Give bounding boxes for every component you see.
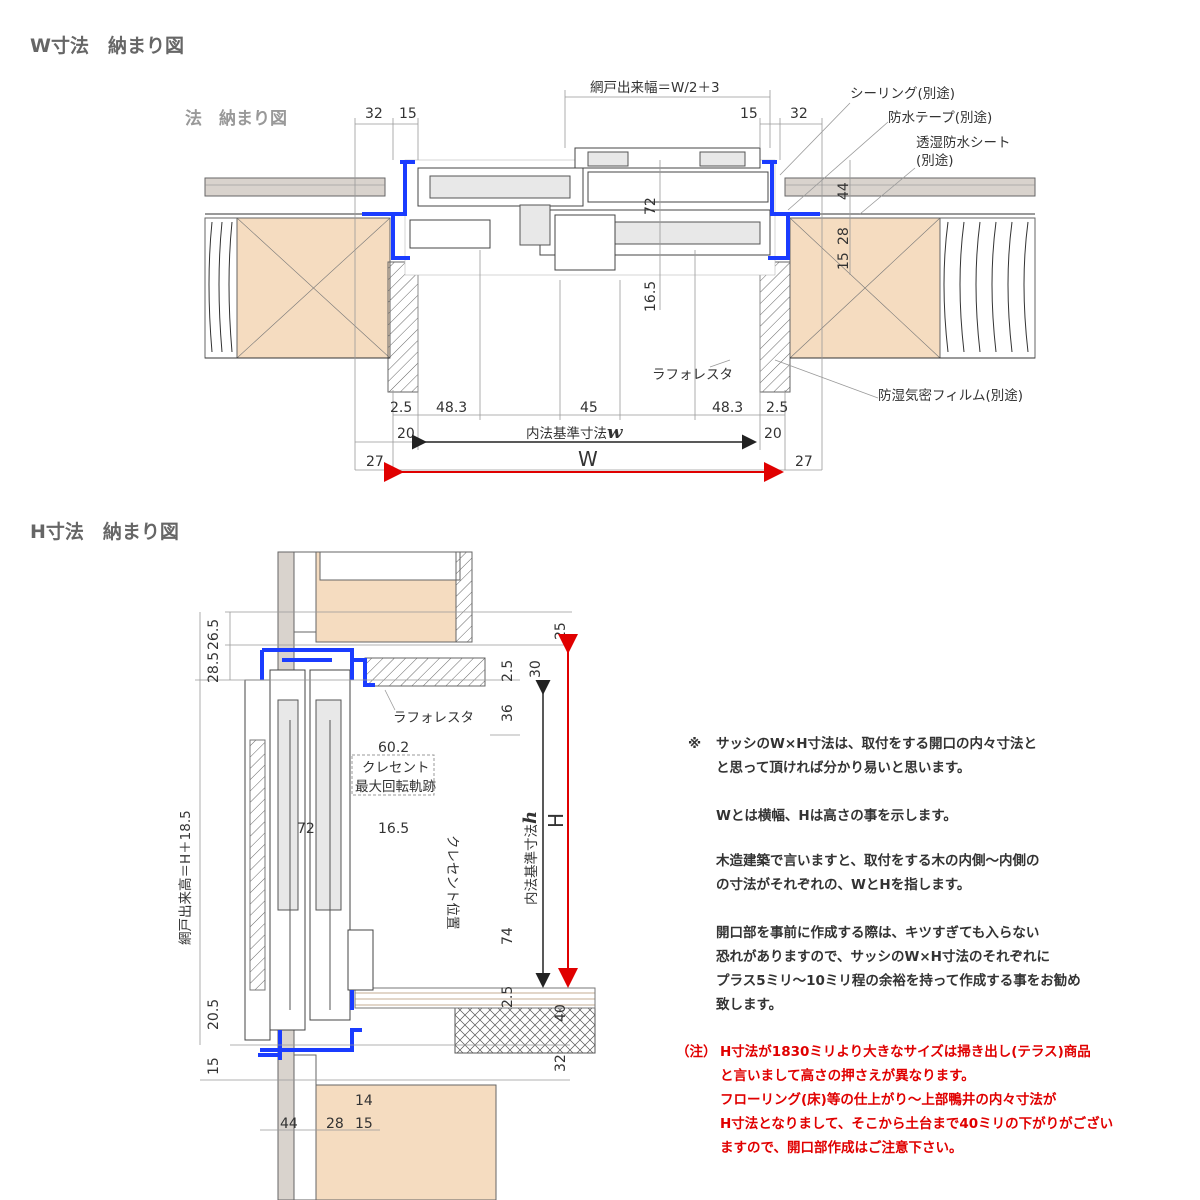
dim-top-right-32: 32 [790,106,808,122]
h-sash-frame [244,669,374,1041]
dim-h-36: 36 [500,704,516,722]
notes-block: ※ サッシのW×H寸法は、取付をする開口の内々寸法と と思って頂ければ分かり易い… [676,735,1113,1156]
dim-h-30: 30 [528,660,544,678]
dim-h-26-5: 26.5 [206,619,222,650]
caution-line-5: ますので、開口部作成はご注意下さい。 [720,1139,962,1156]
net-width-label: 網戸出来幅＝W/2＋3 [590,80,720,96]
dim-44: 44 [836,182,852,200]
dim-b-27-right: 27 [795,454,813,470]
w-top-dimensions: 網戸出来幅＝W/2＋3 32 15 15 32 [354,80,823,220]
w-insulation-left [204,217,238,359]
h-laforesta-label: ラフォレスタ [393,710,474,726]
dim-h-15-b: 15 [355,1116,373,1132]
note-line-1: サッシのW×H寸法は、取付をする開口の内々寸法と [716,735,1037,752]
caution-mark: （注） [676,1043,717,1060]
inner-std-h-label: 内法基準寸法h [520,811,541,905]
h-labels: ラフォレスタ クレセント 最大回転軌跡 クレセント位置 網戸出来高＝H＋18.5 [177,689,474,945]
w-leader-labels: シーリング(別途) 防水テープ(別途) 透湿防水シート (別途) 防湿気密フィル… [652,85,1023,404]
dim-15: 15 [836,252,852,270]
dim-b-45: 45 [580,400,598,416]
crescent-label-2: 最大回転軌跡 [355,779,436,795]
dim-h-25: 25 [553,622,569,640]
w-insulation-right [939,217,1036,359]
h-section-title: H寸法 納まり図 [30,520,179,543]
dim-h-40: 40 [553,1004,569,1022]
dim-h-28: 28 [326,1116,344,1132]
w-blue-frame-right [762,160,820,260]
note-line-4: Wとは横幅、Hは高さの事を示します。 [716,807,957,824]
dim-h-28-5: 28.5 [206,652,222,683]
note-mark: ※ [688,736,701,752]
w-section-ghost-title: 法 納まり図 [185,108,287,129]
dim-28: 28 [836,227,852,245]
w-vertical-dimensions: 72 16.5 44 28 15 [643,160,852,312]
note-line-6: 木造建築で言いますと、取付をする木の内側～内側の [715,852,1039,869]
h-dimensions: 26.5 28.5 25 2.5 30 36 60.2 72 16.5 74 2… [195,611,578,1132]
dim-h-60-2: 60.2 [378,740,409,756]
breathable-sheet-label-1: 透湿防水シート [916,135,1011,151]
crescent-label-1: クレセント [362,760,430,776]
caution-line-1: H寸法が1830ミリより大きなサイズは掃き出し(テラス)商品 [720,1043,1091,1060]
waterproof-tape-label: 防水テープ(別途) [888,109,992,126]
vapor-film-label: 防湿気密フィルム(別途) [878,387,1023,404]
note-line-11: プラス5ミリ～10ミリ程の余裕を持って作成する事をお勧め [716,972,1081,989]
w-right-post [759,217,941,393]
note-line-2: と思って頂ければ分かり易いと思います。 [716,760,970,776]
dim-h-20-5: 20.5 [206,999,222,1030]
w-left-post [236,217,419,393]
dim-h-74: 74 [500,927,516,945]
dim-h-72: 72 [297,821,315,837]
note-line-12: 致します。 [716,996,782,1013]
caution-line-2: と言いまして高さの押さえが異なります。 [720,1067,975,1084]
dim-b-2-5-right: 2.5 [766,400,788,416]
w-bottom-dimensions: 2.5 48.3 45 48.3 2.5 20 20 内法基準寸法w 27 27… [354,220,823,482]
w-sash-frame [404,147,776,276]
w-laforesta-label: ラフォレスタ [652,367,733,383]
w-section-title: W寸法 納まり図 [30,34,184,57]
w-exterior-siding [204,177,1036,197]
caution-line-3: フローリング(床)等の仕上がり～上部鴨井の内々寸法が [720,1091,1057,1108]
dim-top-left-32: 32 [365,106,383,122]
sealing-label: シーリング(別途) [850,85,955,102]
dim-h-32: 32 [553,1054,569,1072]
dim-top-right-15: 15 [740,106,758,122]
w-blue-frame-left [362,160,415,260]
note-line-7: の寸法がそれぞれの、WとHを指します。 [716,876,970,893]
crescent-position-label: クレセント位置 [444,835,460,930]
note-line-9: 開口部を事前に作成する際は、キツすぎても入らない [716,924,1039,941]
dim-h-16-5: 16.5 [378,821,409,837]
dim-h-44: 44 [280,1116,298,1132]
dim-b-20-left: 20 [397,426,415,442]
caution-line-4: H寸法となりまして、そこから土台まで40ミリの下がりがござい [720,1115,1113,1132]
breathable-sheet-label-2: (別途) [916,152,954,169]
H-symbol: H [544,813,568,828]
dim-h-14: 14 [355,1093,373,1109]
W-symbol: W [578,447,598,471]
note-line-10: 恐れがありますので、サッシのW×H寸法のそれぞれに [716,948,1050,965]
dim-b-2-5-left: 2.5 [390,400,412,416]
dim-b-20-right: 20 [764,426,782,442]
h-blue-frame-top [260,648,375,687]
dim-b-27-left: 27 [366,454,384,470]
dim-h-2-5-top: 2.5 [500,660,516,682]
dim-b-48-3-right: 48.3 [712,400,743,416]
dim-72: 72 [643,197,659,215]
inner-std-w-label: 内法基準寸法w [526,422,624,443]
dim-h-15: 15 [206,1057,222,1075]
dim-16-5: 16.5 [643,281,659,312]
dim-b-48-3-left: 48.3 [436,400,467,416]
dim-h-2-5-bot: 2.5 [500,986,516,1008]
dim-top-left-15: 15 [399,106,417,122]
net-height-label: 網戸出来高＝H＋18.5 [177,810,194,945]
